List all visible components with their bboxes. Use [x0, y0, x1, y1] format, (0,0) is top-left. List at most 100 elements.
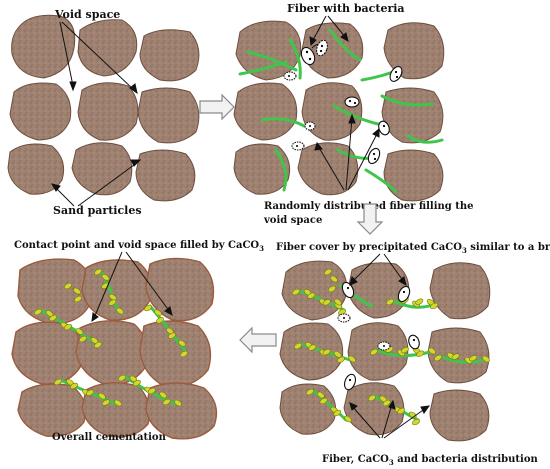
sand-particle	[145, 382, 218, 440]
calcite-crystal	[322, 348, 331, 356]
sand-particle	[139, 320, 212, 388]
calcite-crystal	[451, 353, 460, 360]
bacteria-icon	[377, 341, 391, 351]
calcite-crystal	[118, 374, 126, 382]
label-fiber-cover: Fiber cover by precipitated CaCO3 simila…	[276, 242, 550, 255]
sand-particle	[429, 262, 491, 320]
bacteria-icon	[304, 121, 316, 131]
calcite-crystal	[482, 355, 490, 363]
calcite-crystal	[415, 298, 424, 305]
calcite-crystal	[174, 399, 182, 407]
calcite-crystal	[70, 382, 78, 390]
sand-particle	[77, 19, 138, 77]
calcite-crystal	[74, 295, 82, 303]
calcite-crystal	[334, 298, 342, 306]
calcite-crystal	[180, 350, 188, 358]
calcite-crystal	[64, 282, 72, 290]
contact-point-arrows	[91, 251, 173, 323]
sand-particle	[75, 320, 149, 386]
calcite-crystal	[64, 323, 72, 331]
sand-particle-arrows	[50, 159, 142, 207]
calcite-crystal	[94, 268, 102, 276]
panel-sand-particles	[7, 14, 200, 207]
calcite-crystal	[333, 409, 342, 417]
calcite-crystal	[75, 328, 84, 335]
calcite-crystal	[412, 418, 420, 426]
calcite-crystal	[79, 335, 87, 343]
calcite-crystal	[428, 347, 436, 355]
calcite-crystal	[154, 309, 162, 317]
calcite-crystal	[114, 399, 122, 407]
distribution-arrows	[349, 399, 431, 439]
sand-particle	[279, 322, 344, 381]
calcite-crystal	[308, 344, 317, 351]
calcite-crystal	[108, 299, 117, 306]
bacteria-icon	[367, 147, 381, 165]
sand-particle	[77, 82, 139, 141]
sand-particle	[343, 382, 405, 436]
panel-overall-cementation	[11, 251, 218, 440]
calcite-crystal	[116, 307, 124, 315]
calcite-crystal	[73, 287, 81, 295]
bacteria-icon	[283, 71, 297, 81]
calcite-crystal	[430, 302, 438, 310]
calcite-crystal	[54, 378, 62, 386]
calcite-crystal	[416, 350, 425, 357]
arrow-right-icon	[199, 93, 235, 121]
bacteria-icon	[341, 281, 355, 299]
calcite-crystal	[94, 341, 102, 349]
label-sand-particles: Sand particles	[53, 204, 142, 217]
sand-particle	[301, 82, 363, 141]
sand-particle	[137, 87, 200, 144]
calcite-crystal	[386, 298, 394, 306]
calcite-crystal	[159, 391, 167, 399]
sand-particle	[383, 149, 444, 202]
sand-particle	[71, 142, 133, 196]
sand-particle	[7, 143, 65, 195]
calcite-crystal	[98, 392, 106, 400]
bacteria-icon	[291, 141, 305, 151]
calcite-crystal	[397, 407, 406, 415]
label-fiber-with-bacteria: Fiber with bacteria	[287, 2, 405, 15]
sand-particle	[383, 22, 445, 80]
bacteria-icon	[316, 39, 328, 57]
label-bottom-caption: Fiber, CaCO3 and bacteria distribution	[322, 454, 538, 467]
calcite-crystal	[336, 356, 345, 363]
label-contact-point: Contact point and void space filled by C…	[14, 240, 264, 253]
calcite-crystal	[49, 314, 57, 322]
bacteria-icon	[344, 96, 360, 108]
calcite-crystal	[319, 397, 328, 405]
calcite-crystal	[469, 355, 478, 362]
calcite-crystal	[344, 415, 352, 423]
sand-particle	[135, 149, 196, 202]
calcite-crystal	[368, 394, 376, 402]
panel-fiber-with-bacteria	[233, 15, 445, 202]
sand-particle	[381, 87, 444, 144]
sand-particle	[235, 20, 302, 81]
calcite-crystal	[178, 339, 186, 347]
sand-particle	[297, 142, 359, 196]
calcite-crystal	[306, 388, 314, 396]
calcite-crystal	[330, 275, 338, 283]
sand-particle	[139, 29, 200, 82]
label-randomly-distributed-line2: void space	[263, 215, 322, 226]
calcite-crystal	[316, 391, 325, 399]
calcite-crystal	[292, 288, 300, 296]
sand-particle	[11, 321, 84, 385]
calcite-crystal	[168, 332, 176, 339]
calcite-crystal	[307, 292, 316, 299]
calcite-crystal	[144, 304, 152, 312]
calcite-crystal	[132, 379, 141, 387]
sand-particle	[17, 383, 87, 437]
bacteria-group	[337, 281, 420, 391]
calcite-crystal	[382, 399, 391, 407]
calcite-crystal	[162, 398, 171, 406]
calcite-crystal	[348, 355, 356, 363]
sand-particle	[429, 389, 490, 442]
sand-particle	[9, 82, 72, 141]
calcite-crystal	[156, 317, 164, 324]
calcite-crystal	[324, 268, 332, 276]
calcite-crystal	[101, 274, 110, 281]
void-space-arrows	[59, 21, 138, 95]
